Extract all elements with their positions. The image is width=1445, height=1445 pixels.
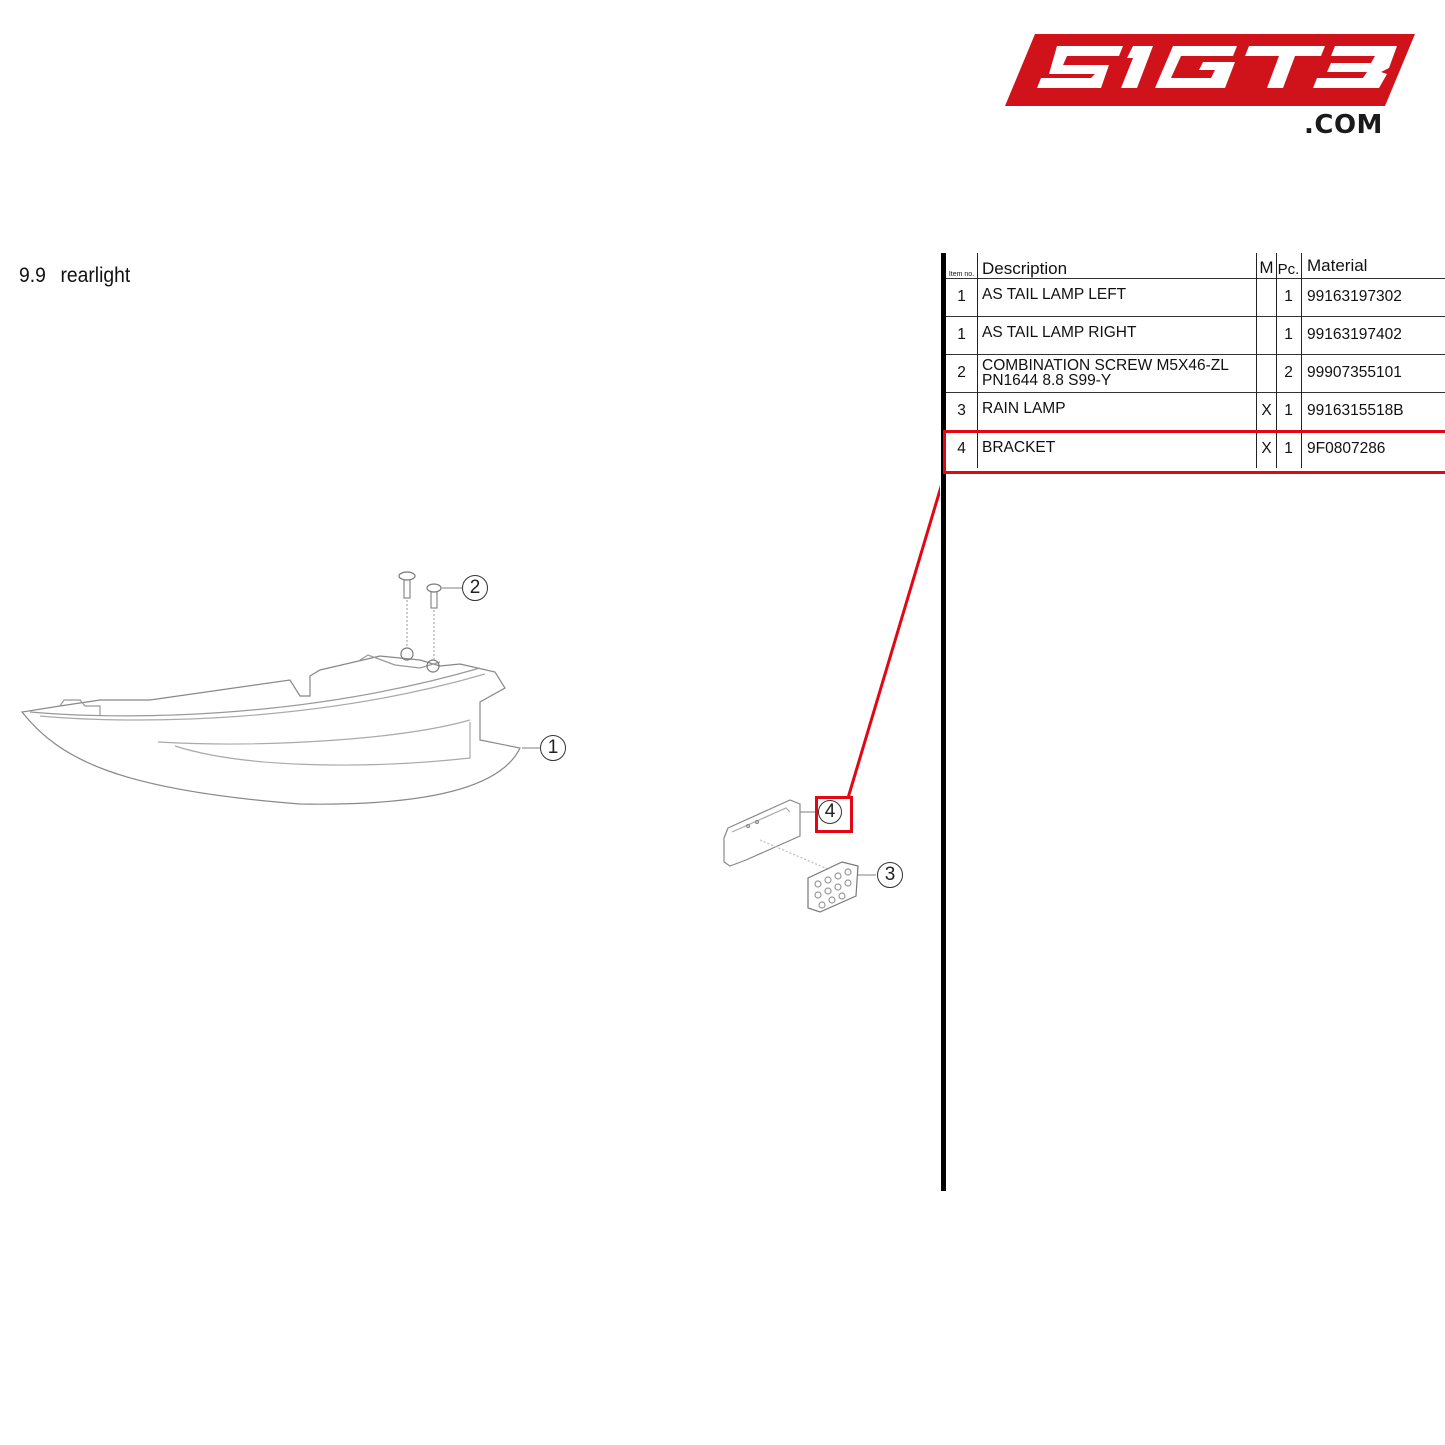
row-material: 99163197302 bbox=[1307, 288, 1402, 305]
row-pc: 2 bbox=[1276, 354, 1302, 392]
tail-lamp-drawing bbox=[20, 655, 521, 805]
row-item-no: 3 bbox=[946, 392, 978, 430]
brand-logo[interactable] bbox=[1005, 34, 1415, 106]
row-material: 9F0807286 bbox=[1307, 440, 1386, 457]
page-divider bbox=[941, 253, 946, 1191]
row-m bbox=[1257, 316, 1277, 354]
table-row[interactable]: 3 RAIN LAMP X 1 9916315518B bbox=[946, 392, 1445, 431]
table-row[interactable]: 1 AS TAIL LAMP LEFT 1 99163197302 bbox=[946, 278, 1445, 317]
header-item-no: Item no. bbox=[946, 253, 978, 280]
row-highlight bbox=[943, 430, 1445, 474]
row-description: BRACKET bbox=[977, 430, 1257, 468]
callout-2[interactable]: 2 bbox=[462, 575, 488, 601]
header-description: Description bbox=[977, 253, 1257, 278]
header-material: Material bbox=[1307, 256, 1368, 275]
section-number: 9.9 bbox=[19, 264, 46, 287]
row-material: 99907355101 bbox=[1307, 364, 1402, 381]
row-material: 99163197402 bbox=[1307, 326, 1402, 343]
row-pc: 1 bbox=[1276, 316, 1302, 354]
section-name: rearlight bbox=[60, 264, 131, 287]
callout-1[interactable]: 1 bbox=[540, 735, 566, 761]
row-material: 9916315518B bbox=[1307, 402, 1404, 419]
row-item-no: 4 bbox=[946, 430, 978, 468]
callout-4[interactable]: 4 bbox=[818, 800, 842, 824]
row-m bbox=[1257, 354, 1277, 392]
callout-highlight bbox=[815, 796, 853, 833]
row-pc: 1 bbox=[1276, 430, 1302, 468]
header-pc: Pc. bbox=[1276, 253, 1302, 280]
header-m: M bbox=[1257, 253, 1277, 280]
row-description: RAIN LAMP bbox=[977, 392, 1257, 430]
row-pc: 1 bbox=[1276, 278, 1302, 316]
table-row[interactable]: 2 COMBINATION SCREW M5X46-ZL PN1644 8.8 … bbox=[946, 354, 1445, 393]
row-description: AS TAIL LAMP LEFT bbox=[977, 278, 1257, 316]
row-pc: 1 bbox=[1276, 392, 1302, 430]
row-item-no: 1 bbox=[946, 278, 978, 316]
row-m: X bbox=[1257, 392, 1277, 430]
screw-drawing bbox=[398, 571, 442, 609]
row-description: COMBINATION SCREW M5X46-ZL PN1644 8.8 S9… bbox=[977, 354, 1257, 392]
row-m bbox=[1257, 278, 1277, 316]
table-row-highlighted[interactable]: 4 BRACKET X 1 9F0807286 bbox=[946, 430, 1445, 468]
row-item-no: 2 bbox=[946, 354, 978, 392]
row-description: AS TAIL LAMP RIGHT bbox=[977, 316, 1257, 354]
rain-lamp-drawing bbox=[807, 861, 859, 913]
exploded-diagram bbox=[20, 484, 940, 913]
row-item-no: 1 bbox=[946, 316, 978, 354]
page-title: 9.9 rearlight bbox=[19, 264, 130, 288]
bracket-drawing bbox=[723, 799, 801, 867]
table-row[interactable]: 1 AS TAIL LAMP RIGHT 1 99163197402 bbox=[946, 316, 1445, 355]
table-header: Item no. Description M Pc. Material bbox=[946, 253, 1445, 280]
brand-domain: .COM bbox=[1304, 110, 1383, 140]
row-m: X bbox=[1257, 430, 1277, 468]
callout-3[interactable]: 3 bbox=[877, 862, 903, 888]
